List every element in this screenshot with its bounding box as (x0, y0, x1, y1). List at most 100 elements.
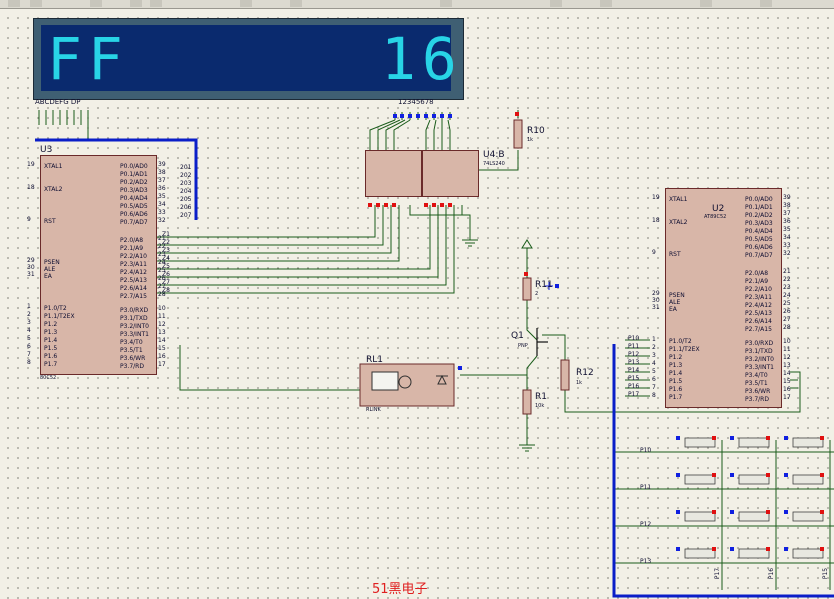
pin-number: 38 (158, 169, 166, 176)
toolbar-button[interactable] (30, 0, 42, 7)
pin-number: 18 (27, 184, 35, 191)
pin-number: 26 (158, 275, 166, 282)
pin-name: P0.3/AD3 (745, 220, 773, 227)
pin-name: P1.1/T2EX (669, 346, 700, 353)
keypad-col-label: P15 (822, 567, 830, 580)
watermark: 51黑电子 (372, 582, 428, 597)
pin-number: 9 (27, 216, 31, 223)
toolbar-button[interactable] (240, 0, 252, 7)
pin-number: 16 (158, 353, 166, 360)
r11-ref: R11 (535, 280, 553, 290)
pin-number: 19 (27, 161, 35, 168)
pin-number: 24 (158, 259, 166, 266)
pin-name: P1.0/T2 (669, 338, 692, 345)
display-digit-labels: 12345678 (398, 98, 434, 106)
pin-number: 2 (652, 344, 656, 351)
toolbar-button[interactable] (8, 0, 20, 7)
pin-number: 32 (158, 217, 166, 224)
pin-name: P1.6 (44, 353, 58, 360)
pin-name: P2.5/A13 (120, 277, 147, 284)
pin-name: P3.5/T1 (745, 380, 768, 387)
net-label: Z3 (162, 247, 170, 254)
pin-name: P3.1/TXD (745, 348, 773, 355)
pin-number: 22 (783, 276, 791, 283)
pin-number: 14 (158, 337, 166, 344)
pin-number: 37 (783, 210, 791, 217)
pin-name: P2.1/A9 (120, 245, 144, 252)
u3-part: 80C52 (40, 375, 57, 381)
pin-name: RST (669, 251, 681, 258)
toolbar-button[interactable] (290, 0, 302, 7)
pin-number: 8 (27, 359, 31, 366)
pin-name: P2.2/A10 (120, 253, 147, 260)
pin-number: 33 (783, 242, 791, 249)
toolbar-button[interactable] (550, 0, 562, 7)
pin-name: P3.1/TXD (120, 315, 148, 322)
pin-name: P2.6/A14 (120, 285, 147, 292)
r1-ref: R1 (535, 392, 547, 402)
chip-u4a[interactable] (365, 150, 422, 197)
pin-number: 1 (652, 336, 656, 343)
pin-name: P0.2/AD2 (120, 179, 148, 186)
pin-name: P2.7/A15 (120, 293, 147, 300)
pin-name: P0.1/AD1 (120, 171, 148, 178)
pin-number: 19 (652, 194, 660, 201)
pin-name: P1.2 (44, 321, 58, 328)
pin-number: 27 (158, 283, 166, 290)
toolbar-button[interactable] (440, 0, 452, 7)
toolbar-button[interactable] (130, 0, 142, 7)
display-digits-left: FF (47, 25, 129, 93)
pin-name: P3.4/T0 (120, 339, 143, 346)
chip-u3[interactable] (40, 155, 157, 375)
pin-name: PSEN (44, 259, 60, 266)
toolbar-button[interactable] (600, 0, 612, 7)
pin-name: P2.0/A8 (120, 237, 144, 244)
display-segment-labels: ABCDEFG DP (35, 98, 81, 106)
pin-number: 6 (27, 343, 31, 350)
net-label: P10 (628, 335, 640, 342)
pin-name: P1.4 (669, 370, 683, 377)
net-label: P17 (628, 391, 640, 398)
net-label: Z5 (162, 263, 170, 270)
pin-number: 16 (783, 386, 791, 393)
pin-name: RST (44, 218, 56, 225)
display-panel: FF 16 (41, 25, 457, 93)
r10-ref: R10 (527, 126, 545, 136)
toolbar-button[interactable] (760, 0, 772, 7)
pin-number: 3 (27, 319, 31, 326)
pin-name: P3.5/T1 (120, 347, 143, 354)
pin-name: P3.4/T0 (745, 372, 768, 379)
pin-number: 7 (27, 351, 31, 358)
toolbar-button[interactable] (90, 0, 102, 7)
pin-number: 31 (652, 304, 660, 311)
pin-number: 1 (27, 303, 31, 310)
chip-u4b[interactable] (422, 150, 479, 197)
toolbar-button[interactable] (150, 0, 162, 7)
pin-name: ALE (669, 299, 681, 306)
pin-name: P2.7/A15 (745, 326, 772, 333)
pin-number: 12 (158, 321, 166, 328)
display-digits-right: 16 (381, 25, 463, 93)
seven-segment-display[interactable]: FF 16 (33, 18, 464, 100)
keypad-row-label: P12 (640, 521, 652, 528)
net-label: P14 (628, 367, 640, 374)
net-label: Z7 (162, 279, 170, 286)
pin-number: 39 (783, 194, 791, 201)
pin-name: P1.6 (669, 386, 683, 393)
pin-number: 9 (652, 249, 656, 256)
chip-u2[interactable] (665, 188, 782, 408)
bus-label: 201 (180, 164, 192, 171)
pin-name: P1.5 (669, 378, 683, 385)
pin-number: 39 (158, 161, 166, 168)
pin-name: P0.5/AD5 (745, 236, 773, 243)
keypad-col-label: P17 (714, 567, 722, 580)
toolbar-button[interactable] (700, 0, 712, 7)
pin-name: XTAL1 (669, 196, 688, 203)
pin-name: P3.3/INT1 (120, 331, 149, 338)
net-label: P12 (628, 351, 640, 358)
pin-number: 35 (158, 193, 166, 200)
pin-number: 28 (158, 291, 166, 298)
u2-ref: U2 (712, 204, 725, 214)
pin-number: 11 (783, 346, 791, 353)
pin-number: 2 (27, 311, 31, 318)
